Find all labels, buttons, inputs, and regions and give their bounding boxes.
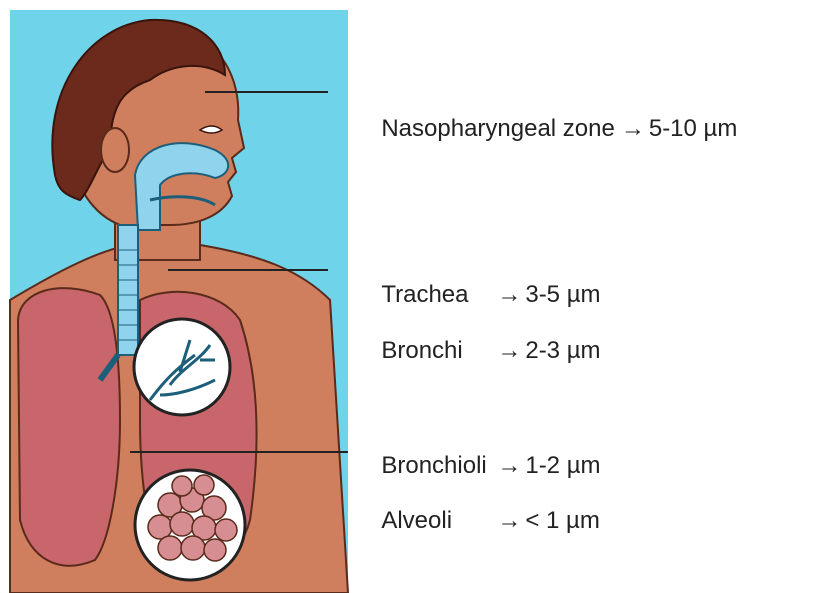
- arrow-icon: →: [497, 452, 521, 479]
- label-size: 5-10 µm: [649, 115, 738, 142]
- arrow-icon: →: [621, 115, 645, 142]
- arrow-icon: →: [497, 281, 521, 308]
- label-name: Alveoli: [381, 507, 491, 535]
- label-name: Bronchi: [381, 337, 491, 365]
- label-alveoli: Alveoli→< 1 µm: [368, 479, 600, 535]
- label-name: Bronchioli: [381, 452, 491, 480]
- label-nasopharyngeal: Nasopharyngeal zone→5-10 µm: [368, 87, 737, 143]
- label-bronchi: Bronchi→2-3 µm: [368, 309, 601, 365]
- arrow-icon: →: [497, 507, 521, 534]
- label-bronchioli: Bronchioli→1-2 µm: [368, 424, 601, 480]
- label-size: 1-2 µm: [525, 452, 600, 479]
- trachea: [118, 225, 138, 355]
- arrow-icon: →: [497, 337, 521, 364]
- left-lung: [18, 288, 120, 566]
- label-trachea: Trachea→3-5 µm: [368, 253, 601, 309]
- label-size: 2-3 µm: [525, 337, 600, 364]
- label-size: 3-5 µm: [525, 281, 600, 308]
- ear: [101, 128, 129, 172]
- label-name: Nasopharyngeal zone: [381, 115, 615, 142]
- label-name: Trachea: [381, 281, 491, 309]
- label-size: < 1 µm: [525, 507, 600, 534]
- respiratory-illustration: [0, 0, 350, 593]
